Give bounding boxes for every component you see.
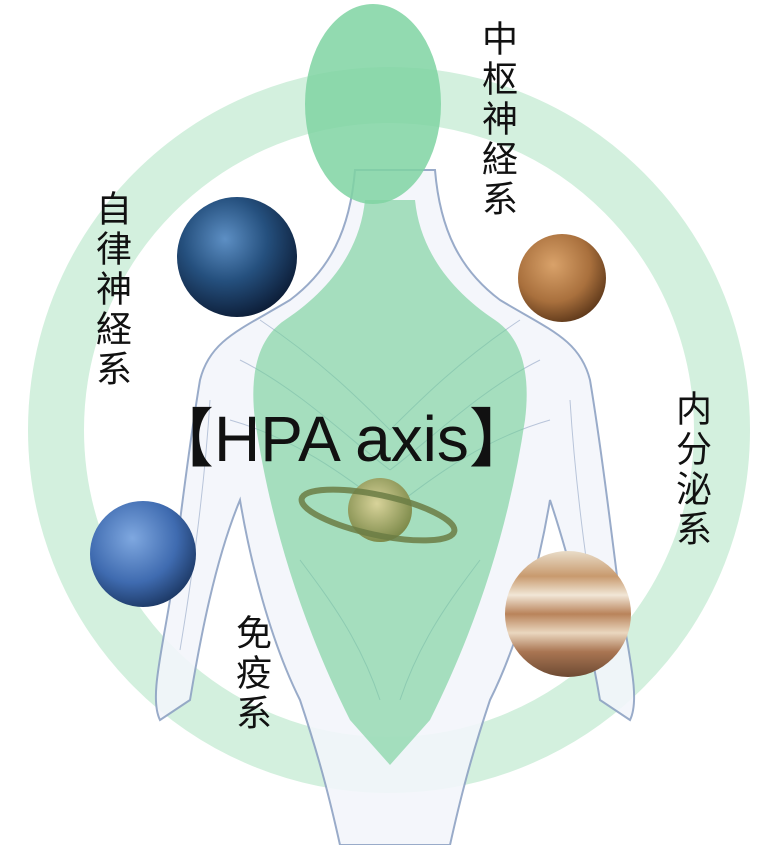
label-central-nervous-system: 中枢神経系 — [476, 20, 517, 220]
label-endocrine-system: 内分泌系 — [670, 390, 711, 550]
earth-planet — [177, 197, 297, 317]
hpa-axis-title: 【HPA axis】 — [150, 403, 533, 475]
jupiter-planet — [505, 551, 631, 677]
head — [305, 4, 441, 204]
saturn-planet — [298, 478, 458, 544]
label-autonomic-nervous-system: 自律神経系 — [90, 190, 131, 390]
label-immune-system: 免疫系 — [230, 614, 271, 734]
mars-planet — [518, 234, 606, 322]
neptune-planet — [90, 501, 196, 607]
